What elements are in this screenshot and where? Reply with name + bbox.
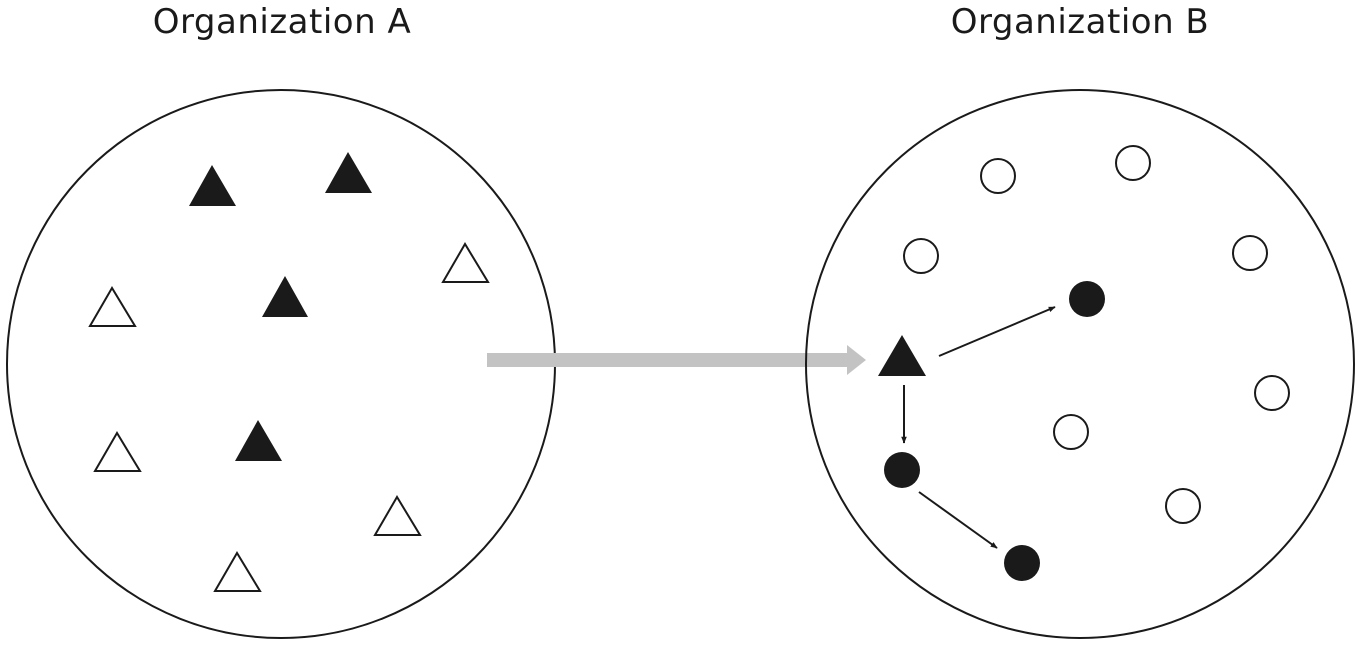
influence-arrow-left-circle-to-bottom-circle — [918, 491, 998, 549]
influence-arrow-triangle-to-top-circle — [938, 306, 1056, 357]
hollow-triangle-member — [373, 495, 422, 536]
hollow-circle-member — [1165, 488, 1201, 524]
filled-circle-member — [884, 452, 920, 488]
filled-triangle-member — [262, 276, 308, 317]
hollow-circle-member — [903, 238, 939, 274]
organization-a-members — [88, 152, 490, 592]
organization-b-title: Organization B — [950, 2, 1210, 42]
filled-circle-member — [1069, 281, 1105, 317]
transfer-arrow-head — [847, 345, 866, 375]
hollow-circle-member — [980, 158, 1016, 194]
hollow-circle-member — [1254, 375, 1290, 411]
filled-circle-member — [1004, 545, 1040, 581]
hollow-triangle-member — [88, 286, 137, 327]
organization-b-boundary — [805, 89, 1355, 639]
organization-a-boundary — [6, 89, 556, 639]
hollow-circle-member — [1115, 145, 1151, 181]
hollow-circle-member — [1053, 414, 1089, 450]
filled-triangle-member — [235, 420, 282, 461]
influence-arrows — [901, 306, 1056, 549]
hollow-triangle-member — [93, 431, 142, 472]
transfer-arrow — [487, 345, 866, 375]
transferred-triangle-member — [878, 335, 926, 376]
filled-triangle-member — [189, 165, 236, 206]
filled-triangle-member — [325, 152, 372, 193]
hollow-triangle-member — [213, 551, 262, 592]
organization-a-title: Organization A — [152, 2, 412, 42]
transfer-arrow-shaft — [487, 353, 849, 367]
organization-b-members — [878, 145, 1290, 581]
hollow-triangle-member — [441, 242, 490, 283]
hollow-circle-member — [1232, 235, 1268, 271]
